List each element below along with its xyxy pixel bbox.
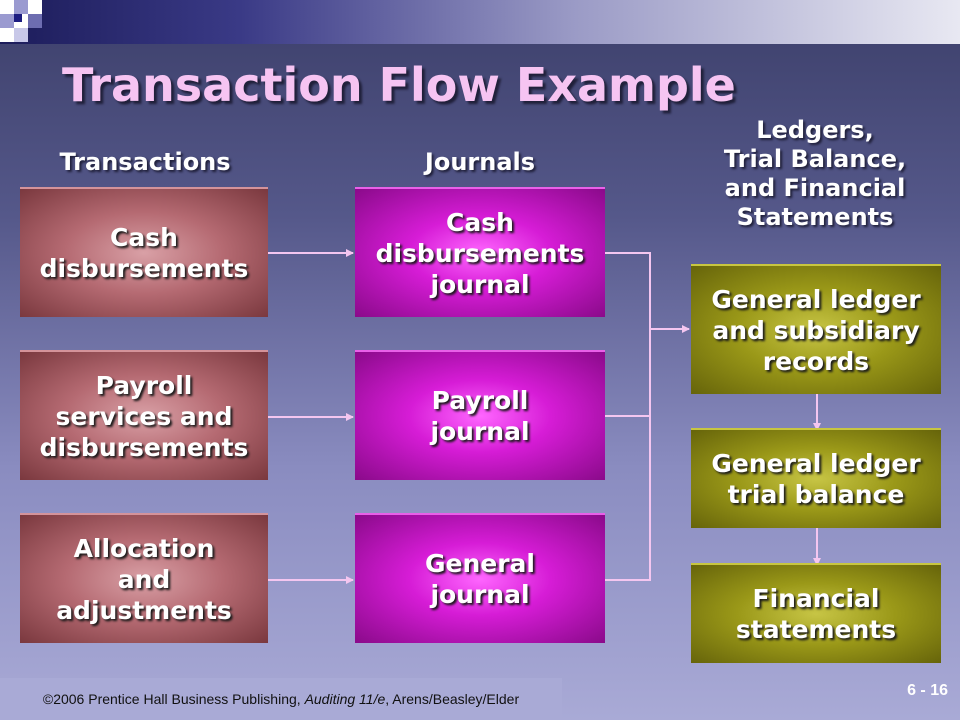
transaction-cash-disbursements: Cash disbursements — [20, 187, 268, 317]
journal-label: Payroll journal — [430, 386, 530, 446]
page-number: 6 - 16 — [907, 682, 948, 699]
column-heading-transactions: Transactions — [59, 148, 231, 176]
transaction-label: Payroll services and disbursements — [39, 370, 249, 462]
journal-cash-disbursements: Cash disbursements journal — [355, 187, 605, 317]
copyright-footer: ©2006 Prentice Hall Business Publishing,… — [0, 678, 562, 720]
transaction-allocation: Allocation and adjustments — [20, 513, 268, 643]
ledger-label: Financial statements — [735, 584, 897, 644]
ledger-label: General ledger and subsidiary records — [711, 284, 921, 376]
journal-label: Cash disbursements journal — [375, 207, 585, 299]
ledger-trial-balance: General ledger trial balance — [691, 428, 941, 528]
transaction-label: Cash disbursements — [39, 223, 249, 283]
ledger-financial-statements: Financial statements — [691, 563, 941, 663]
journal-payroll: Payroll journal — [355, 350, 605, 480]
ledger-label: General ledger trial balance — [711, 449, 921, 509]
corner-square-decoration — [0, 0, 44, 44]
slide-title: Transaction Flow Example — [62, 58, 736, 112]
top-banner — [0, 0, 960, 44]
ledger-general-and-subsidiary: General ledger and subsidiary records — [691, 264, 941, 394]
transaction-label: Allocation and adjustments — [56, 533, 232, 625]
transaction-payroll: Payroll services and disbursements — [20, 350, 268, 480]
column-heading-journals: Journals — [424, 148, 536, 176]
journal-label: General journal — [425, 549, 535, 609]
journal-general: General journal — [355, 513, 605, 643]
copyright-text: ©2006 Prentice Hall Business Publishing,… — [42, 691, 520, 707]
column-heading-ledgers: Ledgers, Trial Balance, and Financial St… — [723, 116, 907, 231]
